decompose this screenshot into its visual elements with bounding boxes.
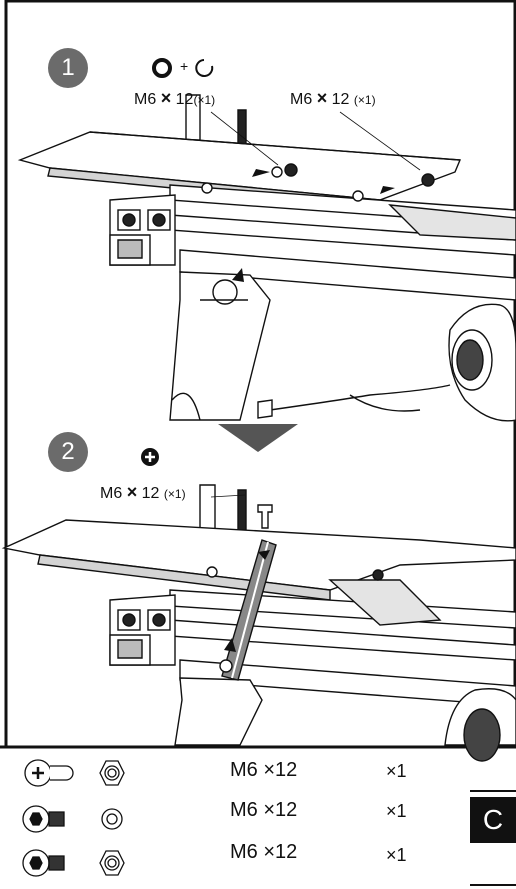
callout-times: × [126, 482, 138, 502]
callout-qty: (×1) [193, 93, 216, 107]
hardware-icons [22, 759, 125, 877]
phillips-bolt-icon [24, 759, 74, 787]
step1-symbol-plus: + [180, 58, 189, 74]
nut-symbol-icon [152, 58, 172, 78]
hex-nut-icon-1 [99, 760, 125, 786]
callout-qty: (×1) [163, 487, 186, 501]
hardware-qty: ×1 [386, 845, 407, 865]
callout-spec: M6 [100, 485, 123, 502]
callout-size: 12 [175, 91, 194, 108]
hardware-row-3: M6 ×12 ×1 [0, 838, 516, 884]
step1-callout-2: M6 × 12 (×1) [290, 88, 376, 109]
callout-size: 12 [331, 91, 350, 108]
socket-head-bolt-icon-2 [22, 849, 65, 877]
step2-illustration [1, 484, 516, 762]
hex-nut-icon-2 [99, 850, 125, 876]
washer-symbol-icon [195, 59, 214, 77]
hardware-bag-letter: C [470, 797, 516, 843]
step1-callout-1: M6 × 12(×1) [134, 88, 215, 109]
callout-times: × [160, 88, 172, 108]
hardware-qty: ×1 [386, 761, 407, 781]
hardware-name: M6 ×12 [230, 759, 298, 781]
callout-size: 12 [141, 485, 160, 502]
legend-divider-bottom [470, 884, 516, 886]
step1-illustration [17, 94, 516, 422]
step2-arrows [224, 550, 270, 652]
hardware-qty: ×1 [386, 801, 407, 821]
step2-callout-1: M6 × 12 (×1) [100, 482, 186, 503]
step1-arrows [232, 169, 395, 282]
socket-head-bolt-icon-1 [22, 805, 65, 833]
step-number-badge-1: 1 [48, 48, 88, 88]
phillips-symbol-icon [141, 448, 159, 466]
hardware-name: M6 ×12 [230, 841, 298, 863]
down-arrow-icon [218, 424, 298, 452]
hardware-row-2: M6 ×12 ×1 [0, 794, 516, 840]
legend-divider-top [470, 790, 516, 792]
hardware-name: M6 ×12 [230, 799, 298, 821]
step-number-badge-2: 2 [48, 432, 88, 472]
callout-spec: M6 [134, 91, 157, 108]
callout-qty: (×1) [353, 93, 376, 107]
hardware-row-1: M6 ×12 ×1 [0, 750, 516, 796]
spring-washer-icon [101, 808, 123, 830]
callout-times: × [316, 88, 328, 108]
callout-spec: M6 [290, 91, 313, 108]
